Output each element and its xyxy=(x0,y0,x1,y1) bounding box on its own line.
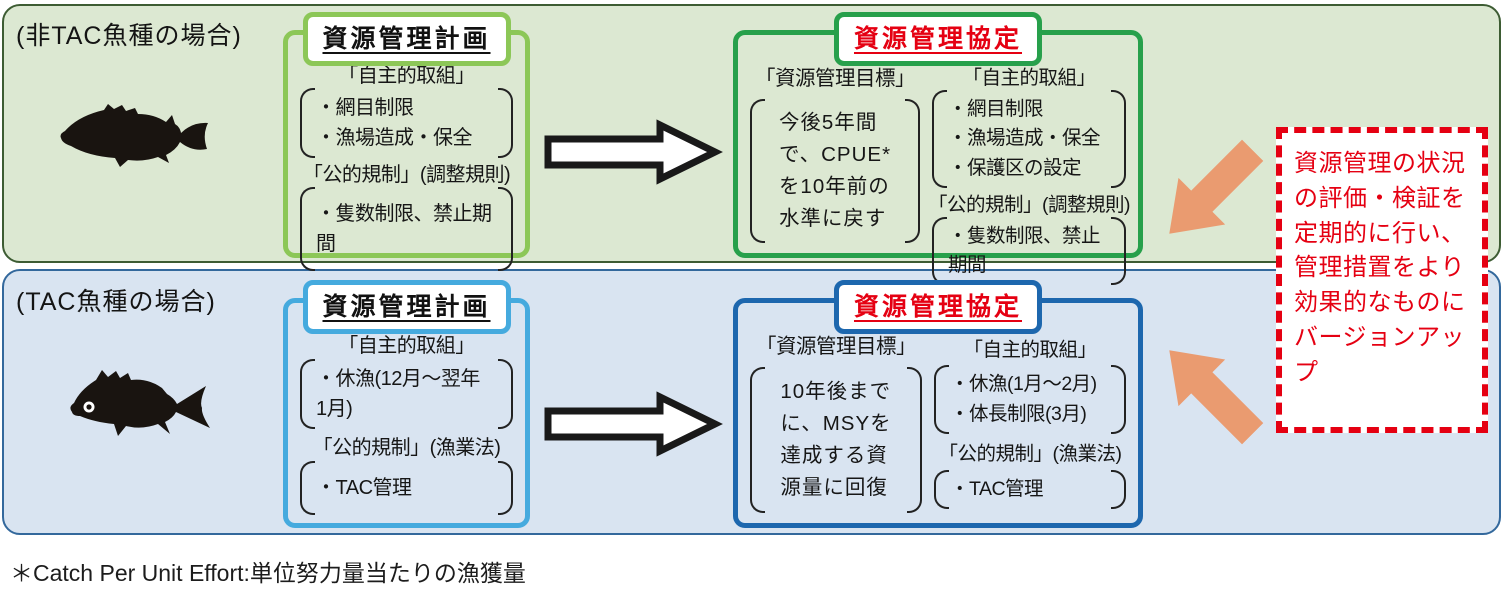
version-up-note: 資源管理の状況 の評価・検証を 定期的に行い、 管理措置をより 効果的なものに … xyxy=(1276,127,1488,433)
list-item: ・漁場造成・保全 xyxy=(316,127,473,149)
goal-header: 「資源管理目標」 xyxy=(756,335,917,358)
list-item: ・休漁(1月〜2月) xyxy=(950,373,1097,396)
feedback-arrow-down-left-icon xyxy=(1169,350,1264,445)
section-header: 「自主的取組」 xyxy=(962,67,1096,89)
measure-list: ・隻数制限、禁止期間 xyxy=(932,216,1126,286)
measure-list: ・隻数制限、禁止期間 xyxy=(300,187,513,271)
section-header: 「公的規制」(漁業法) xyxy=(312,436,501,459)
goal-text: 10年後まで に、MSYを 達成する資 源量に回復 xyxy=(750,367,922,513)
section-header: 「自主的取組」 xyxy=(963,338,1097,361)
list-item: ・TAC管理 xyxy=(316,477,412,500)
section-header: 「公的規制」(調整規則) xyxy=(928,193,1131,216)
list-item: ・網目制限 xyxy=(948,98,1044,120)
list-item: ・休漁(12月〜翌年 1月) xyxy=(316,368,480,421)
list-item: ・隻数制限、禁止期間 xyxy=(948,224,1101,276)
right-block-arrow-icon xyxy=(544,391,723,457)
measure-list: ・休漁(1月〜2月) ・体長制限(3月) xyxy=(934,365,1126,434)
tac-agreement-box: 資源管理協定 「資源管理目標」 10年後まで に、MSYを 達成する資 源量に回… xyxy=(733,280,1143,528)
goal-header: 「資源管理目標」 xyxy=(755,67,916,90)
section-header: 「自主的取組」 xyxy=(338,334,475,357)
measure-list: ・網目制限 ・漁場造成・保全 ・保護区の設定 xyxy=(932,90,1126,188)
list-item: ・体長制限(3月) xyxy=(950,402,1087,425)
measure-list: ・TAC管理 xyxy=(934,470,1126,510)
non-tac-case-label: (非TAC魚種の場合) xyxy=(16,22,242,50)
rockfish-silhouette-icon xyxy=(60,104,208,167)
list-item: ・隻数制限、禁止期間 xyxy=(316,203,492,255)
list-item: ・漁場造成・保全 xyxy=(948,127,1101,150)
non-tac-plan-title: 資源管理計画 xyxy=(302,12,511,66)
non-tac-plan-box: 資源管理計画 「自主的取組」 ・網目制限 ・漁場造成・保全 「公的規制」(調整規… xyxy=(283,12,530,271)
non-tac-agreement-box: 資源管理協定 「資源管理目標」 今後5年間 で、CPUE* を10年前の 水準に… xyxy=(733,12,1143,285)
measure-list: ・TAC管理 xyxy=(300,461,513,516)
feedback-arrow-up-left-icon xyxy=(1169,139,1264,234)
list-item: ・TAC管理 xyxy=(950,478,1044,501)
tac-plan-title: 資源管理計画 xyxy=(302,280,511,334)
measure-list: ・網目制限 ・漁場造成・保全 xyxy=(300,88,513,158)
tac-plan-box: 資源管理計画 「自主的取組」 ・休漁(12月〜翌年 1月) 「公的規制」(漁業法… xyxy=(283,280,530,528)
list-item: ・保護区の設定 xyxy=(948,156,1082,179)
seabream-silhouette-icon xyxy=(70,370,211,436)
tac-case-label: (TAC魚種の場合) xyxy=(16,288,216,316)
goal-text: 今後5年間 で、CPUE* を10年前の 水準に戻す xyxy=(750,99,920,243)
section-header: 「公的規制」(漁業法) xyxy=(938,443,1123,466)
list-item: ・網目制限 xyxy=(316,97,414,119)
tac-agreement-title: 資源管理協定 xyxy=(833,280,1043,334)
cpue-footnote: ＊Catch Per Unit Effort:単位努力量当たりの漁獲量 xyxy=(10,560,526,586)
section-header: 「自主的取組」 xyxy=(338,65,475,87)
right-block-arrow-icon xyxy=(544,119,723,185)
section-header: 「公的規制」(調整規則) xyxy=(302,164,511,186)
non-tac-agreement-title: 資源管理協定 xyxy=(833,12,1043,66)
measure-list: ・休漁(12月〜翌年 1月) xyxy=(300,359,513,430)
